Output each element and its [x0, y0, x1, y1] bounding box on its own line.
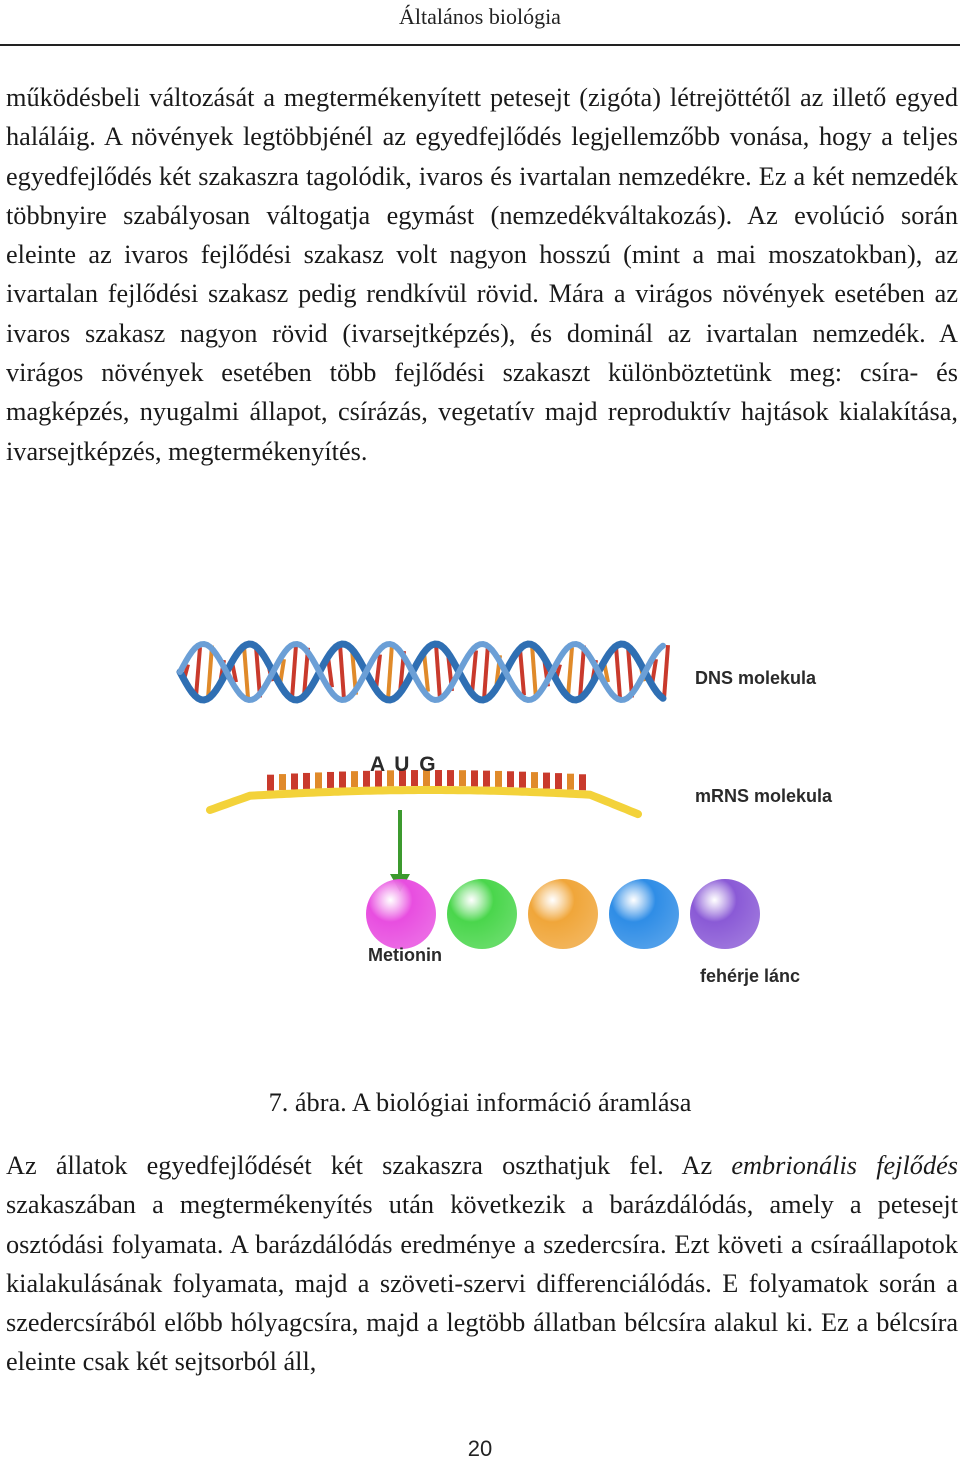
base-pair: [566, 647, 574, 697]
mrna-base: [555, 773, 562, 790]
sentence: A barázdálódás eredménye a szedercsíra.: [229, 1229, 667, 1259]
base-pair: [206, 645, 214, 699]
protein-chain: [366, 879, 760, 949]
page-number: 20: [467, 1436, 493, 1461]
base-pair: [518, 648, 526, 696]
caption-text: A biológiai információ áramlása: [351, 1088, 692, 1117]
base-pair: [386, 643, 394, 701]
mrna-base: [495, 770, 502, 787]
base-pair: [194, 647, 202, 697]
mrna-base: [327, 771, 334, 788]
mrna-base: [579, 774, 586, 791]
mrna-base: [435, 770, 442, 787]
base-pair: [290, 644, 298, 700]
mrna-base: [543, 772, 550, 789]
protein-chain-label: fehérje lánc: [700, 966, 800, 986]
sentence: Ez a két nemzedék többnyire szabályosan …: [6, 161, 958, 230]
base-pair: [422, 652, 430, 692]
amino-acid-sphere: [690, 879, 760, 949]
mrna-base: [363, 770, 370, 787]
mrna-base: [507, 771, 514, 788]
running-title: Általános biológia: [399, 4, 561, 29]
sentence: A növények legtöbbjénél az egyedfejlődés…: [6, 122, 958, 191]
paragraph-plant-development: működésbeli változását a megtermékenyíte…: [6, 78, 958, 471]
mrna-base: [291, 773, 298, 790]
mrna-strand: [206, 770, 642, 892]
base-pair: [482, 644, 490, 700]
mrna-base: [267, 774, 274, 791]
codon-label: A U G: [370, 753, 438, 776]
figure-caption: 7. ábra. A biológiai információ áramlása: [0, 1083, 960, 1122]
sentence: működésbeli változását a megtermékenyíte…: [6, 83, 958, 152]
mrna-base: [471, 770, 478, 787]
sentence: Az állatok egyedfejlődését két szakaszra…: [6, 1151, 732, 1180]
base-pair: [242, 645, 250, 699]
sentence: szakaszában a megtermékenyítés után köve…: [6, 1190, 958, 1259]
base-pair: [626, 646, 634, 698]
page-header: Általános biológia: [0, 0, 960, 46]
base-pair: [434, 643, 442, 701]
sentence: E folyamatok során a szedercsírából előb…: [6, 1268, 958, 1338]
base-pair: [530, 644, 538, 700]
mrna-base: [387, 770, 394, 787]
dna-strand: [177, 640, 666, 704]
mrna-base: [411, 770, 418, 787]
sentence: A virágos növények esetében több fejlődé…: [6, 318, 959, 466]
base-pair: [338, 644, 346, 700]
mrna-base: [399, 770, 406, 787]
base-pair: [614, 645, 622, 699]
amino-acid-sphere: [447, 879, 517, 949]
dna-strand: [176, 640, 667, 704]
mrna-base: [459, 770, 466, 787]
base-pair: [470, 650, 478, 694]
mrna-backbone: [206, 786, 642, 819]
mrna-base: [531, 772, 538, 789]
base-pair: [374, 654, 382, 690]
base-pair: [254, 646, 262, 698]
mrna-label: mRNS molekula: [695, 786, 833, 806]
amino-acid-sphere: [366, 879, 436, 949]
mrna-base: [375, 770, 382, 787]
dna-label: DNS molekula: [695, 668, 817, 688]
mrna-base: [279, 774, 286, 791]
amino-acid-sphere: [609, 879, 679, 949]
caption-number: 7. ábra.: [268, 1088, 347, 1117]
mrna-base: [303, 772, 310, 789]
dna-helix: [176, 640, 670, 704]
mrna-base: [447, 770, 454, 787]
paragraph-animal-development: Az állatok egyedfejlődését két szakaszra…: [6, 1146, 958, 1382]
sentence: Ezt követi a csíraállapotok kialakulásán…: [6, 1229, 958, 1298]
mrna-base: [339, 771, 346, 788]
mrna-base: [519, 771, 526, 788]
amino-acid-sphere: [528, 879, 598, 949]
mrna-base: [315, 772, 322, 789]
figure-information-flow: DNS molekula A U G mRNS molekula Metioni…: [170, 630, 860, 990]
sentence: Az evolúció során eleinte az ivaros fejl…: [6, 200, 958, 309]
methionine-label: Metionin: [368, 945, 442, 965]
mrna-base: [483, 770, 490, 787]
mrna-base: [351, 771, 358, 788]
sentence: Ez a bélcsíra eleinte csak két sejtsorbó…: [6, 1308, 959, 1377]
base-pair: [662, 644, 670, 700]
mrna-base: [423, 770, 430, 787]
mrna-base: [567, 773, 574, 790]
base-pair: [578, 645, 586, 699]
emphasized-term: embrionális fejlődés: [731, 1151, 959, 1180]
sentence: Mára a virágos növények esetében az ivar…: [6, 279, 958, 348]
